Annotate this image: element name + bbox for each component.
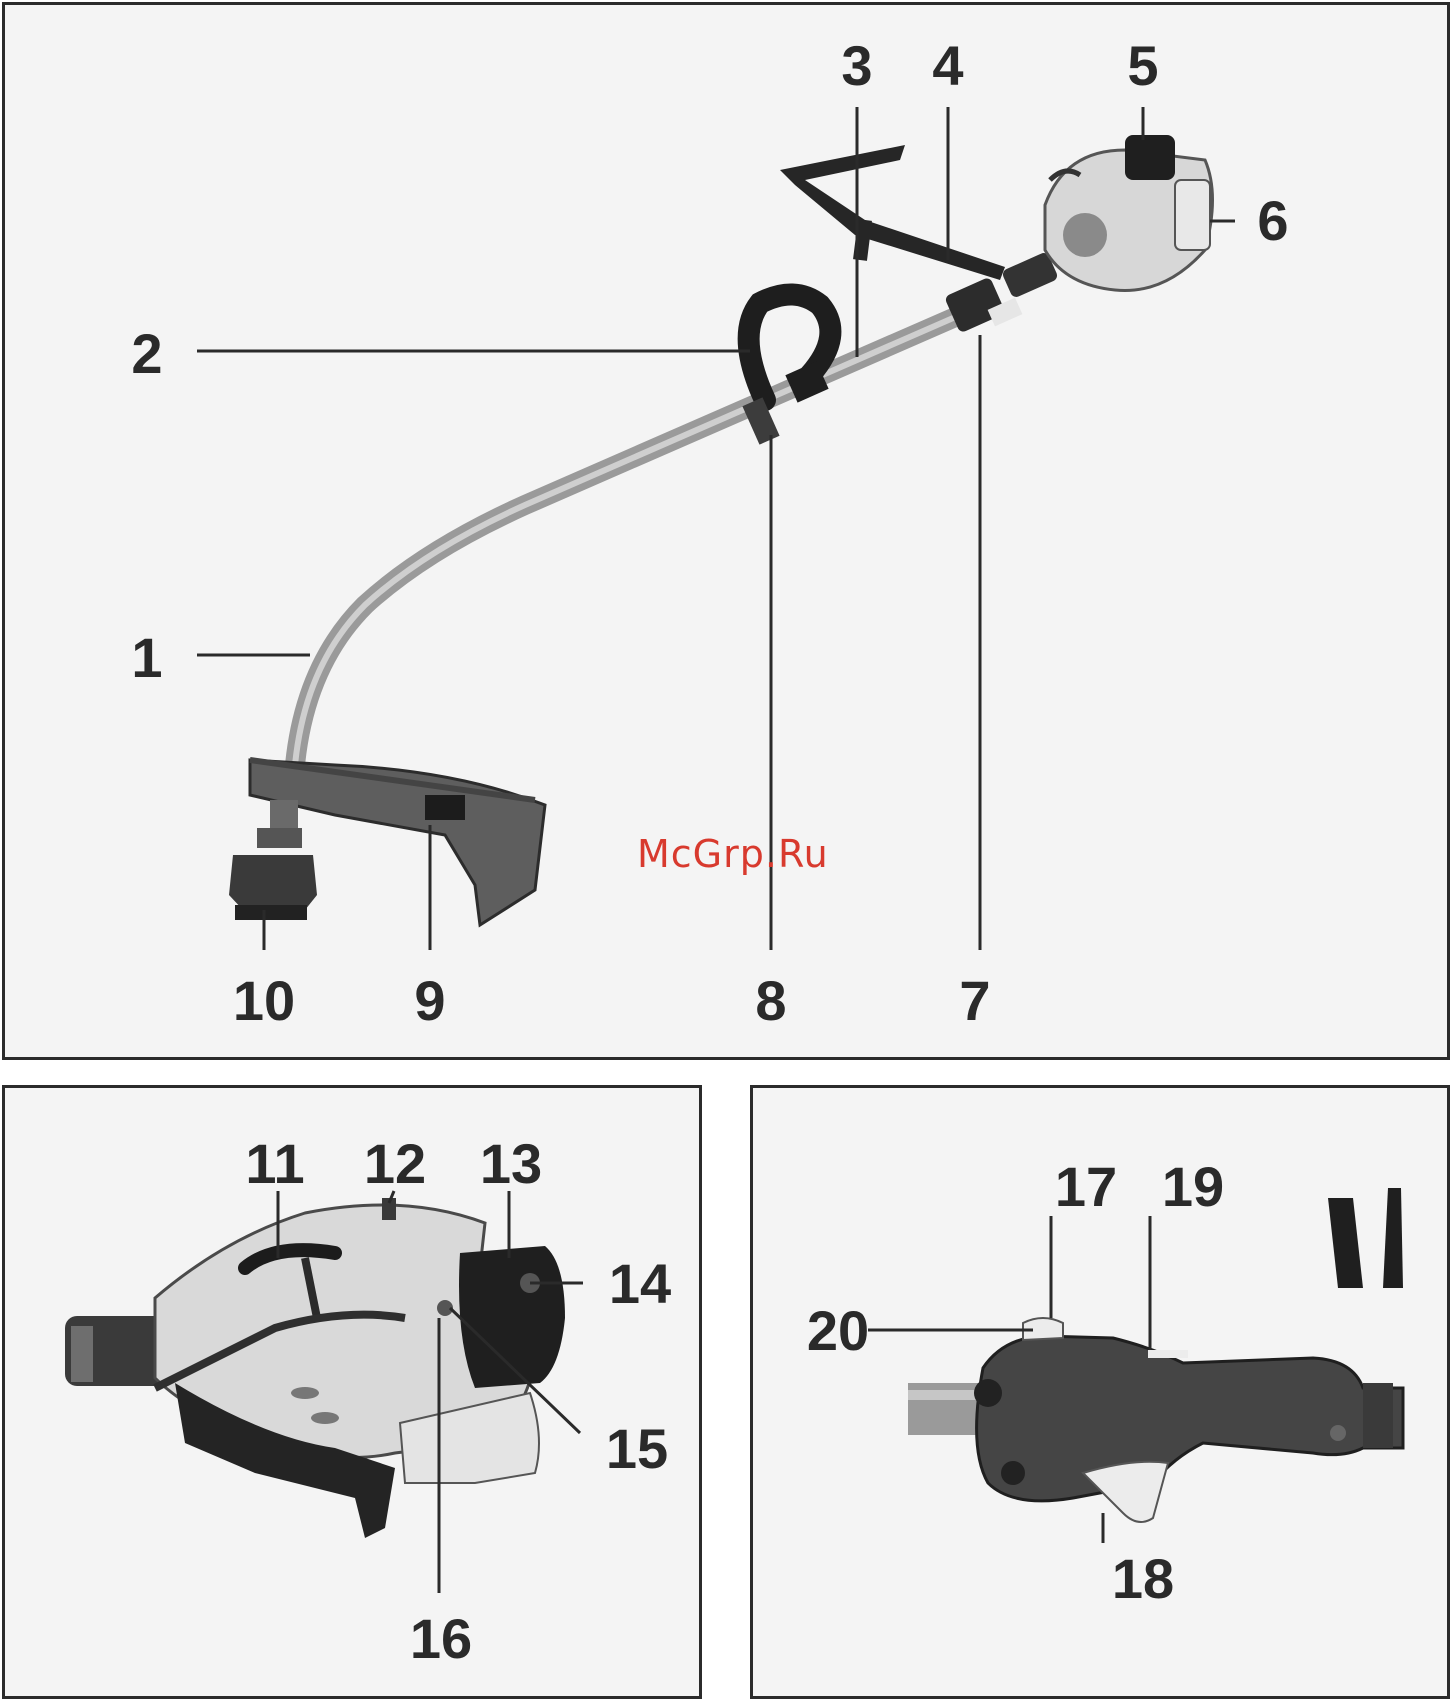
engine-unit	[1045, 135, 1213, 291]
callout-11: 11	[245, 1132, 304, 1195]
callout-19: 19	[1162, 1155, 1224, 1218]
engine-closeup	[65, 1198, 565, 1538]
callout-18: 18	[1112, 1547, 1174, 1610]
callout-15: 15	[606, 1417, 668, 1480]
callout-14: 14	[609, 1252, 671, 1315]
callout-3: 3	[841, 34, 872, 97]
callout-12: 12	[364, 1132, 426, 1195]
callout-20: 20	[807, 1299, 869, 1362]
trimmer-overview-drawing: 1 2 3 4 5 6 7 8 9 10 McGrp.Ru	[5, 5, 1450, 1060]
throttle-handle-drawing: 17 19 20 18	[753, 1088, 1450, 1699]
callout-16: 16	[410, 1607, 472, 1670]
trimmer-overview-panel: 1 2 3 4 5 6 7 8 9 10 McGrp.Ru	[2, 2, 1450, 1060]
engine-detail-panel: 11 12 13 14 15 16	[2, 1085, 702, 1699]
callout-6: 6	[1257, 189, 1288, 252]
callout-2: 2	[131, 322, 162, 385]
shoulder-strap	[780, 145, 1005, 280]
engine-detail-drawing: 11 12 13 14 15 16	[5, 1088, 702, 1699]
callout-1: 1	[131, 626, 162, 689]
throttle-handle-panel: 17 19 20 18	[750, 1085, 1450, 1699]
watermark-text: McGrp.Ru	[637, 832, 829, 876]
callout-5: 5	[1127, 34, 1158, 97]
callout-13: 13	[480, 1132, 542, 1195]
callout-4: 4	[932, 34, 963, 97]
callout-17: 17	[1055, 1155, 1117, 1218]
callout-10: 10	[233, 969, 295, 1032]
callout-7: 7	[959, 969, 990, 1032]
trimmer-head	[229, 800, 317, 920]
throttle-handle-closeup	[908, 1188, 1403, 1522]
callout-8: 8	[755, 969, 786, 1032]
trimmer-shaft	[295, 315, 960, 765]
callout-9: 9	[414, 969, 445, 1032]
